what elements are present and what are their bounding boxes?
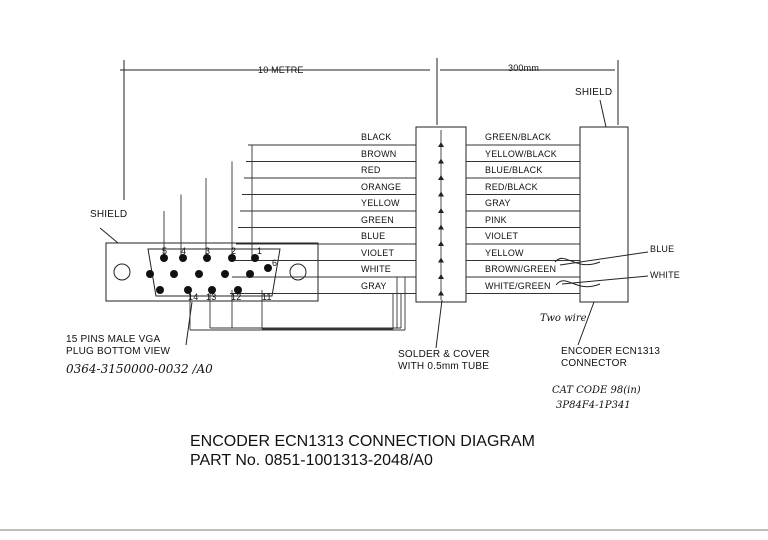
vga-pin	[146, 270, 154, 278]
vga-pin	[170, 270, 178, 278]
plug-caption-line1: 15 PINS MALE VGA	[66, 334, 161, 345]
vga-pin	[203, 254, 211, 262]
vga-pin	[208, 286, 216, 294]
encoder-wire-label: PINK	[485, 214, 507, 225]
solder-tube-box	[415, 126, 467, 303]
plug-caption-line2: PLUG BOTTOM VIEW	[66, 346, 171, 357]
handwritten-two-wire: Two wire	[540, 313, 587, 324]
encoder-wire-label: BROWN/GREEN	[485, 264, 557, 274]
pin-3: 3	[205, 246, 211, 256]
dim-label-10m: 10 METRE	[258, 65, 304, 75]
part-number: PART No. 0851-1001313-2048/A0	[190, 452, 433, 469]
pin-5: 5	[162, 246, 168, 256]
diagram-title: ENCODER ECN1313 CONNECTION DIAGRAM	[190, 433, 535, 450]
encoder-wire-label: YELLOW/BLACK	[485, 148, 557, 159]
cable-wire-label: BLACK	[361, 132, 392, 142]
encoder-wire-label: WHITE/GREEN	[485, 280, 551, 291]
dim-label-300mm: 300mm	[508, 63, 540, 73]
pin-13: 13	[206, 292, 217, 302]
encoder-caption-line2: CONNECTOR	[561, 358, 628, 369]
cable-wire-label: GREEN	[361, 214, 395, 225]
vga-pin	[179, 254, 187, 262]
solder-caption-line1: SOLDER & COVER	[398, 349, 490, 360]
encoder-wire-label: GRAY	[485, 198, 511, 208]
vga-plug-outline	[105, 242, 319, 302]
vga-pin	[221, 270, 229, 278]
handwritten-cat-code-2: 3P84F4-1P341	[556, 400, 631, 411]
vga-pin	[246, 270, 254, 278]
vga-pin	[160, 254, 168, 262]
vga-pin	[195, 270, 203, 278]
vga-pin	[228, 254, 236, 262]
vga-pin	[234, 286, 242, 294]
vga-pin	[184, 286, 192, 294]
pin-11: 11	[262, 292, 272, 302]
encoder-connector-box	[579, 126, 629, 303]
cable-wire-label: BROWN	[361, 148, 397, 159]
vga-d-shell	[147, 248, 281, 297]
cable-wire-label: VIOLET	[361, 247, 395, 258]
cable-wire-label: BLUE	[361, 231, 386, 241]
vga-pin	[264, 264, 272, 272]
pin-6: 6	[272, 258, 278, 268]
encoder-wire-label: VIOLET	[485, 231, 519, 241]
handwritten-cat-code: CAT CODE 98(in)	[552, 385, 641, 396]
pin-12: 12	[231, 292, 242, 302]
pin-14: 14	[188, 292, 199, 302]
pin-2: 2	[231, 246, 237, 256]
vga-pin	[156, 286, 164, 294]
extra-wire-blue: BLUE	[650, 244, 675, 254]
encoder-caption-line1: ENCODER ECN1313	[561, 346, 661, 357]
encoder-wire-label: RED/BLACK	[485, 181, 538, 192]
cable-wire-label: GRAY	[361, 280, 387, 291]
pin-4: 4	[181, 246, 187, 256]
shield-label-encoder: SHIELD	[575, 87, 613, 98]
extra-wire-white: WHITE	[650, 270, 680, 280]
vga-pin	[251, 254, 259, 262]
cable-wire-label: WHITE	[361, 264, 391, 274]
encoder-wire-label: BLUE/BLACK	[485, 165, 543, 175]
solder-caption-line2: WITH 0.5mm TUBE	[398, 361, 490, 372]
handwritten-plug-code: 0364-3150000-0032 /A0	[66, 362, 213, 376]
cable-wire-label: YELLOW	[361, 198, 400, 208]
encoder-wire-label: GREEN/BLACK	[485, 132, 552, 142]
pin-1: 1	[257, 246, 263, 256]
encoder-wire-label: YELLOW	[485, 247, 524, 258]
shield-label-vga: SHIELD	[90, 209, 128, 220]
cable-wire-label: ORANGE	[361, 181, 402, 192]
cable-wire-label: RED	[361, 165, 381, 175]
